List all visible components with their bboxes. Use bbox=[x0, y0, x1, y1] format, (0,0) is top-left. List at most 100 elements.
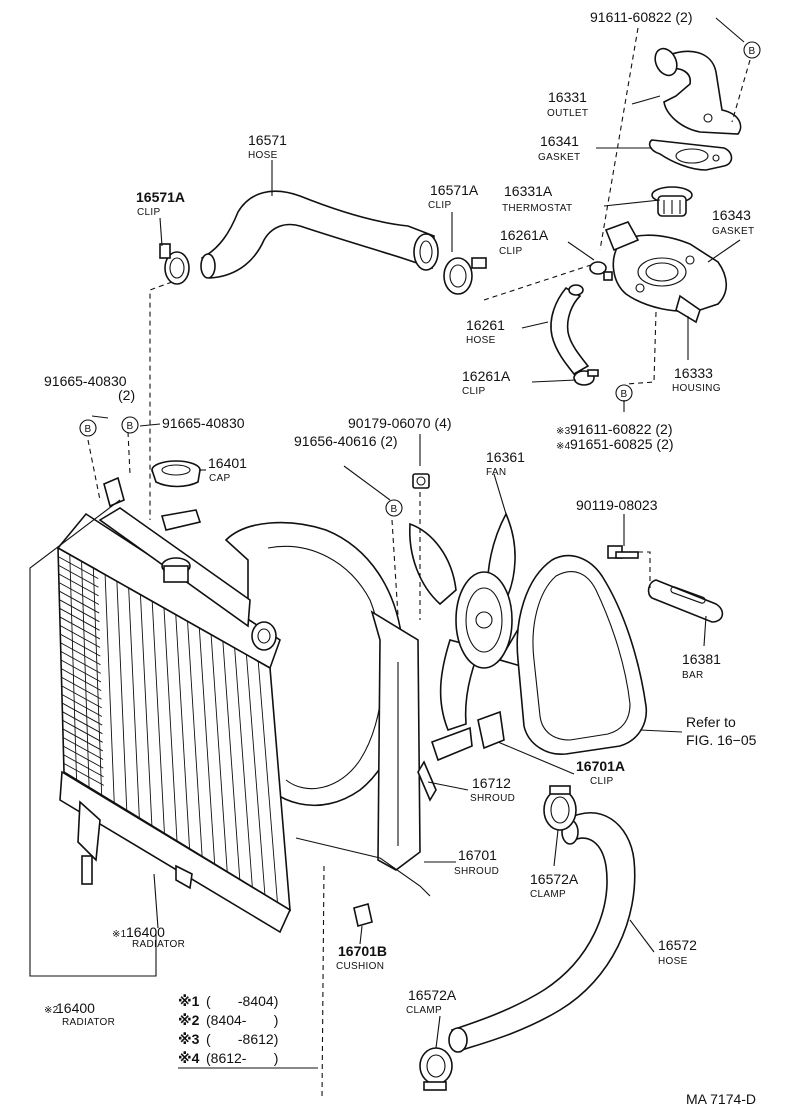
svg-text:SHROUD: SHROUD bbox=[454, 866, 499, 877]
radiator-fin-shade bbox=[58, 590, 100, 614]
radiator-fin bbox=[222, 641, 241, 880]
label-upper-clip-left: 16571A CLIP bbox=[136, 189, 185, 218]
label-cushion: 16701B CUSHION bbox=[336, 943, 387, 972]
svg-text:16261A: 16261A bbox=[462, 368, 511, 384]
svg-text:※3: ※3 bbox=[556, 426, 571, 437]
label-upper-clip-right: 16571A CLIP bbox=[428, 182, 479, 211]
thermostat-drawing bbox=[651, 186, 693, 217]
label-radiator-1: ※1 16400 RADIATOR bbox=[112, 924, 185, 950]
radiator-fin bbox=[128, 587, 140, 819]
radiator-fin-shade bbox=[60, 633, 101, 657]
svg-text:HOUSING: HOUSING bbox=[672, 383, 721, 394]
label-radiator-2: ※2 16400 RADIATOR bbox=[44, 1000, 115, 1028]
radiator-fin bbox=[210, 634, 228, 872]
svg-text:16331: 16331 bbox=[548, 89, 587, 105]
svg-text:※2: ※2 bbox=[44, 1005, 59, 1016]
svg-text:OUTLET: OUTLET bbox=[547, 108, 588, 119]
label-shroud-bolt: 91656-40616 (2) bbox=[294, 433, 398, 449]
label-drain-bolt-a: 91665-40830 (2) bbox=[44, 373, 135, 403]
radiator-fin-shade bbox=[59, 616, 101, 640]
legend-row: ※4 (8612- ) bbox=[178, 1050, 278, 1066]
radiator-core-fins bbox=[57, 547, 278, 903]
bypass-clip-top-drawing bbox=[589, 261, 613, 281]
legend-row: ※2 (8404- ) bbox=[178, 1012, 278, 1028]
label-housing: 16333 HOUSING bbox=[672, 365, 721, 394]
svg-text:16701A: 16701A bbox=[576, 758, 625, 774]
shroud-nut-drawing bbox=[412, 473, 430, 489]
radiator-fin-shade bbox=[61, 668, 102, 692]
housing-drawing bbox=[604, 221, 728, 324]
svg-text:16381: 16381 bbox=[682, 651, 721, 667]
label-bar-bolt: 90119-08023 bbox=[576, 497, 658, 513]
cap-drawing bbox=[151, 460, 201, 488]
lower-clamp-bottom-drawing bbox=[419, 1047, 453, 1091]
svg-text:16341: 16341 bbox=[540, 133, 579, 149]
label-lower-clamp-top: 16572A CLAMP bbox=[530, 871, 579, 900]
radiator-fin bbox=[257, 661, 278, 903]
svg-text:FAN: FAN bbox=[486, 467, 506, 478]
b-marker-drain-b: B bbox=[121, 416, 139, 434]
radiator-fin-shade bbox=[59, 607, 100, 631]
radiator-fin-shade bbox=[62, 719, 103, 743]
svg-text:16571A: 16571A bbox=[136, 189, 185, 205]
upper-hose-drawing bbox=[200, 190, 439, 279]
svg-text:(8612- ): (8612- ) bbox=[206, 1050, 278, 1066]
svg-text:GASKET: GASKET bbox=[538, 152, 580, 163]
label-housing-bolts: ※3 91611-60822 (2) ※4 91651-60825 (2) bbox=[556, 421, 674, 452]
radiator-fin-shade bbox=[58, 573, 99, 597]
svg-text:16701B: 16701B bbox=[338, 943, 387, 959]
b-marker-shroud: B bbox=[385, 499, 403, 517]
label-shroud-main: 16701 SHROUD bbox=[454, 847, 499, 877]
svg-text:( -8404): ( -8404) bbox=[206, 993, 278, 1009]
radiator-fin-shade bbox=[63, 754, 104, 778]
lower-hose-drawing bbox=[448, 812, 636, 1053]
figure-id: MA 7174-D bbox=[686, 1091, 756, 1107]
radiator-fin bbox=[151, 601, 165, 834]
radiator-fin bbox=[187, 621, 203, 857]
radiator-fin-shade bbox=[61, 676, 102, 700]
radiator-fin bbox=[163, 607, 178, 842]
svg-text:※1: ※1 bbox=[178, 993, 200, 1009]
radiator-fin-shade bbox=[58, 582, 100, 605]
svg-text:※4: ※4 bbox=[556, 441, 571, 452]
radiator-fin-shade bbox=[58, 564, 99, 588]
svg-text:16701: 16701 bbox=[458, 847, 497, 863]
radiator-fin-shade bbox=[61, 702, 103, 726]
svg-text:91651-60825 (2): 91651-60825 (2) bbox=[570, 436, 674, 452]
upper-clip-left-drawing bbox=[159, 243, 190, 285]
svg-text:16331A: 16331A bbox=[504, 183, 553, 199]
radiator-fin-shade bbox=[62, 711, 103, 735]
svg-text:B: B bbox=[621, 389, 628, 400]
svg-text:16261A: 16261A bbox=[500, 227, 549, 243]
svg-text:16572: 16572 bbox=[658, 937, 697, 953]
outlet-gasket-drawing bbox=[648, 139, 733, 171]
radiator-fin-shade bbox=[58, 556, 99, 580]
svg-text:Refer to: Refer to bbox=[686, 714, 736, 730]
svg-text:(8404- ): (8404- ) bbox=[206, 1012, 278, 1028]
svg-text:16401: 16401 bbox=[208, 455, 247, 471]
radiator-drawing bbox=[56, 476, 292, 934]
svg-text:CAP: CAP bbox=[209, 473, 230, 484]
label-bypass-hose: 16261 HOSE bbox=[466, 317, 505, 346]
label-bar: 16381 BAR bbox=[682, 651, 721, 681]
svg-text:RADIATOR: RADIATOR bbox=[132, 939, 185, 950]
label-cap: 16401 CAP bbox=[208, 455, 247, 484]
svg-text:91665-40830: 91665-40830 bbox=[44, 373, 127, 389]
radiator-fin bbox=[245, 654, 266, 895]
label-outlet-gasket: 16341 GASKET bbox=[538, 133, 580, 163]
svg-text:16333: 16333 bbox=[674, 365, 713, 381]
label-bypass-clip-bottom: 16261A CLIP bbox=[462, 368, 511, 397]
radiator-fin bbox=[139, 594, 153, 826]
radiator-fin bbox=[198, 627, 216, 865]
radiator-fin-shade bbox=[61, 685, 102, 709]
label-drain-bolt-b: 91665-40830 bbox=[162, 415, 245, 431]
bar-bolt-drawing bbox=[607, 545, 639, 559]
svg-text:※3: ※3 bbox=[178, 1031, 200, 1047]
legend-row: ※1 ( -8404) bbox=[178, 993, 278, 1009]
radiator-fin bbox=[234, 647, 253, 888]
svg-text:B: B bbox=[85, 424, 92, 435]
svg-text:16572A: 16572A bbox=[408, 987, 457, 1003]
radiator-fin bbox=[104, 574, 115, 803]
svg-text:CLAMP: CLAMP bbox=[530, 889, 566, 900]
svg-text:※4: ※4 bbox=[178, 1050, 200, 1066]
